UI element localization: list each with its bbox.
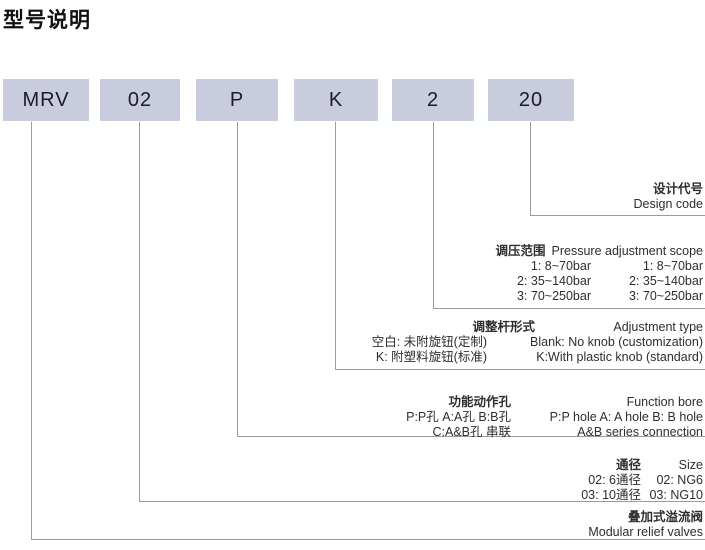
bracket-vline-size	[139, 122, 140, 502]
bracket-hline-adjustment-type	[335, 369, 705, 370]
bracket-vline-adjustment-type	[335, 122, 336, 370]
label-function-bore: 功能动作孔 Function bore P:P孔 A:A孔 B:B孔 P:P h…	[281, 395, 703, 440]
label-adjustment-type-head-en: Adjustment type	[613, 320, 703, 334]
label-function-bore-row-cn: C:A&B孔 串联	[432, 425, 512, 439]
bracket-hline-pressure-scope	[433, 308, 705, 309]
code-box-value: 02	[127, 88, 153, 111]
label-size-row-en: 03: NG10	[649, 488, 703, 502]
bracket-hline-function-bore	[237, 436, 705, 437]
label-size-row: 02: 6通径 02: NG6	[531, 473, 703, 488]
label-pressure-scope-row: 1: 8~70bar 1: 8~70bar	[473, 259, 703, 274]
label-pressure-scope-row-en: 2: 35~140bar	[628, 274, 703, 288]
label-function-bore-row-en: A&B series connection	[577, 425, 703, 439]
label-size-row: 03: 10通径 03: NG10	[531, 488, 703, 503]
code-box-size[interactable]: 02	[100, 79, 180, 121]
label-size-row-en: 02: NG6	[656, 473, 703, 487]
label-adjustment-type-row: 空白: 未附旋钮(定制) Blank: No knob (customizati…	[335, 335, 703, 350]
label-size-heading-row: 通径 Size	[531, 458, 703, 473]
code-box-value: 20	[518, 88, 544, 111]
bracket-hline-size	[139, 501, 705, 502]
label-function-bore-row-cn: P:P孔 A:A孔 B:B孔	[406, 410, 511, 424]
label-product-name-cn: 叠加式溢流阀	[627, 510, 703, 524]
label-function-bore-row: P:P孔 A:A孔 B:B孔 P:P hole A: A hole B: B h…	[281, 410, 703, 425]
bracket-hline-design-code	[530, 215, 705, 216]
label-function-bore-row-en: P:P hole A: A hole B: B hole	[549, 410, 703, 424]
label-function-bore-row: C:A&B孔 串联 A&B series connection	[281, 425, 704, 440]
label-function-bore-heading-row: 功能动作孔 Function bore	[281, 395, 703, 410]
label-adjustment-type-row-cn: 空白: 未附旋钮(定制)	[371, 335, 487, 349]
bracket-hline-product-name	[31, 539, 705, 540]
code-box-adjustment-type[interactable]: K	[294, 79, 378, 121]
label-adjustment-type: 调整杆形式 Adjustment type 空白: 未附旋钮(定制) Blank…	[335, 320, 703, 365]
label-product-name: 叠加式溢流阀 Modular relief valves	[588, 510, 703, 540]
label-pressure-scope-head-cn: 调压范围	[495, 244, 546, 258]
bracket-vline-function-bore	[237, 122, 238, 437]
label-product-name-en: Modular relief valves	[588, 525, 703, 539]
code-box-design-code[interactable]: 20	[488, 79, 574, 121]
label-size-head-en: Size	[678, 458, 703, 472]
label-size: 通径 Size 02: 6通径 02: NG6 03: 10通径 03: NG1…	[531, 458, 703, 503]
label-pressure-scope-row-en: 1: 8~70bar	[642, 259, 703, 273]
code-box-value: 2	[426, 88, 440, 111]
page-title: 型号说明	[3, 9, 91, 32]
label-pressure-scope: 调压范围 Pressure adjustment scope 1: 8~70ba…	[473, 244, 703, 304]
label-function-bore-head-en: Function bore	[626, 395, 703, 409]
label-pressure-scope-head-en: Pressure adjustment scope	[551, 244, 703, 258]
label-pressure-scope-row-en: 3: 70~250bar	[628, 289, 703, 303]
label-size-head-cn: 通径	[615, 458, 641, 472]
label-adjustment-type-head-cn: 调整杆形式	[472, 320, 535, 334]
label-design-code: 设计代号 Design code	[634, 182, 704, 212]
label-design-code-en: Design code	[633, 197, 704, 211]
label-adjustment-type-heading-row: 调整杆形式 Adjustment type	[335, 320, 703, 335]
label-design-code-cn: 设计代号	[652, 182, 703, 196]
bracket-vline-product-name	[31, 122, 32, 540]
label-pressure-scope-row-cn: 2: 35~140bar	[516, 274, 591, 288]
code-box-value: P	[229, 88, 245, 111]
label-adjustment-type-row: K: 附塑料旋钮(标准) K:With plastic knob (standa…	[335, 350, 703, 365]
label-pressure-scope-row-cn: 3: 70~250bar	[516, 289, 591, 303]
code-box-pressure-scope[interactable]: 2	[392, 79, 474, 121]
label-adjustment-type-row-en: Blank: No knob (customization)	[530, 335, 703, 349]
label-pressure-scope-heading-row: 调压范围 Pressure adjustment scope	[473, 244, 703, 259]
label-pressure-scope-row: 3: 70~250bar 3: 70~250bar	[473, 289, 703, 304]
label-adjustment-type-row-en: K:With plastic knob (standard)	[536, 350, 703, 364]
label-adjustment-type-row-cn: K: 附塑料旋钮(标准)	[375, 350, 487, 364]
code-box-value: K	[328, 88, 344, 111]
label-size-row-cn: 02: 6通径	[588, 473, 641, 487]
bracket-vline-design-code	[530, 122, 531, 216]
code-box-value: MRV	[22, 88, 70, 111]
bracket-vline-pressure-scope	[433, 122, 434, 309]
label-function-bore-head-cn: 功能动作孔	[448, 395, 511, 409]
code-box-function-bore[interactable]: P	[196, 79, 278, 121]
label-size-row-cn: 03: 10通径	[581, 488, 641, 502]
label-pressure-scope-row: 2: 35~140bar 2: 35~140bar	[473, 274, 703, 289]
label-pressure-scope-row-cn: 1: 8~70bar	[530, 259, 591, 273]
code-box-mrv[interactable]: MRV	[3, 79, 89, 121]
